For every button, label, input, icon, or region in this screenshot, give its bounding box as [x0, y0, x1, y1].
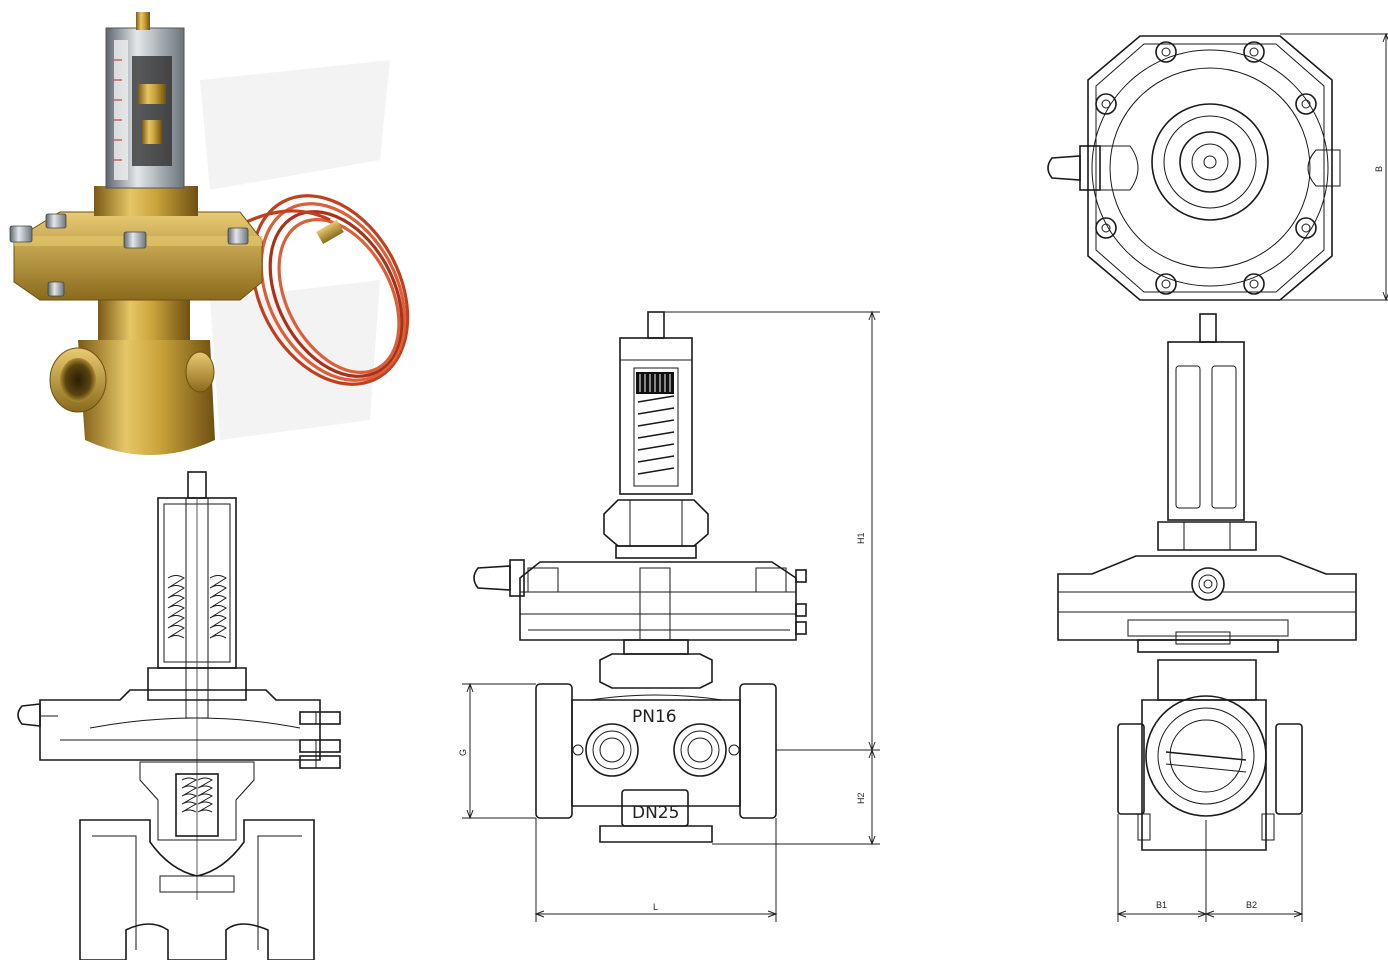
dim-label-b: B	[1374, 166, 1384, 172]
body-neck	[98, 300, 190, 340]
scale-window	[132, 56, 172, 166]
bonnet-nut	[94, 186, 198, 216]
adjust-spindle	[136, 12, 150, 30]
front-view: PN16 DN25 H1 H2 G L	[458, 310, 880, 922]
cross-section-view	[17, 471, 341, 961]
scale-ticks	[114, 59, 122, 161]
setpoint-spring	[167, 575, 227, 639]
housing-bolts	[9, 213, 249, 297]
spring-coils	[637, 395, 675, 475]
side-port	[185, 351, 215, 393]
dimension-lines-front	[462, 310, 880, 922]
dim-label-l: L	[653, 902, 658, 912]
top-view: B	[1047, 32, 1388, 302]
dim-label-b2: B2	[1246, 900, 1257, 910]
dim-label-h2: H2	[856, 792, 866, 804]
inlet-hole	[60, 358, 96, 402]
valve-body	[78, 340, 215, 455]
nominal-diameter-marking: DN25	[632, 803, 679, 823]
dim-label-h1: H1	[856, 532, 866, 544]
dim-label-b1: B1	[1156, 900, 1167, 910]
pressure-rating-marking: PN16	[632, 707, 677, 727]
scale-strip	[114, 40, 128, 180]
product-photo	[9, 12, 410, 455]
top-bolts	[1095, 41, 1317, 295]
dim-label-g: G	[458, 749, 468, 756]
right-bolts	[795, 569, 807, 635]
capillary-fitting	[316, 219, 344, 245]
housing-bolts-section	[299, 711, 341, 769]
side-view: B1 B2	[1057, 313, 1357, 922]
capillary-tube	[239, 194, 410, 386]
knurled-ring	[636, 372, 674, 394]
pressure-ports	[572, 723, 740, 777]
